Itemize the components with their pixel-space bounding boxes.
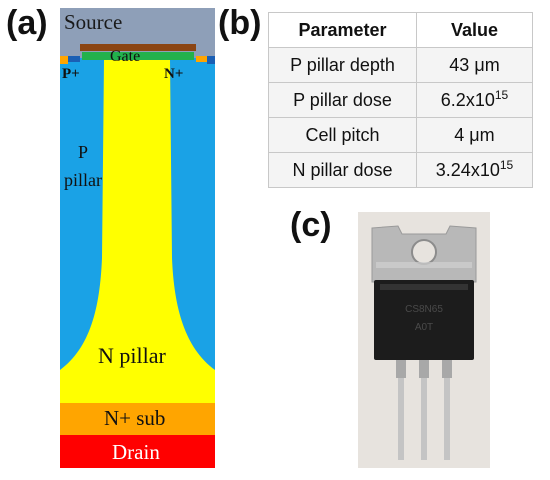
drain-region [60,435,215,468]
value-cell: 43 μm [416,47,533,83]
value-text: 6.2x10 [440,89,495,110]
lead-right [444,378,450,460]
panel-label-c: (c) [290,206,332,244]
device-cross-section: Source Gate P+ N+ P pillar N pillar N+ s… [60,8,215,468]
mounting-hole [411,239,437,265]
table-row: N pillar dose 3.24x1015 [268,152,533,188]
value-cell: 4 μm [416,117,533,153]
device-photo: CS8N65 A0T [358,212,490,468]
panel-label-a: (a) [6,4,48,42]
table-row: P pillar depth 43 μm [268,47,533,83]
header-value: Value [416,12,533,48]
n-plus-contact-left [68,56,80,62]
lead-middle [421,378,427,460]
n-plus-substrate [60,403,215,435]
n-plus-contact-right [196,56,207,62]
n-pillar-region [60,60,215,403]
value-text: 43 μm [449,54,500,75]
value-cell: 3.24x1015 [416,152,533,188]
header-parameter: Parameter [268,12,417,48]
p-pillar-label: P pillar [64,138,102,194]
p-plus-contact [60,56,68,64]
body-highlight [380,284,468,290]
lead-left-shoulder [396,360,406,378]
p-pillar-label-line2: pillar [64,170,102,190]
value-text: 3.24x10 [435,159,500,180]
gate-label: Gate [110,48,141,65]
gate-electrode [80,44,196,51]
value-cell: 6.2x1015 [416,82,533,118]
param-cell: P pillar dose [268,82,417,118]
n-sub-label: N+ sub [104,406,166,430]
panel-label-b: (b) [218,4,262,42]
table-row: Cell pitch 4 μm [268,117,533,153]
drain-label: Drain [112,440,160,464]
p-pillar-label-line1: P [78,142,89,162]
param-cell: Cell pitch [268,117,417,153]
value-exponent: 15 [499,157,514,172]
package-body [374,280,474,360]
table-row: P pillar dose 6.2x1015 [268,82,533,118]
table-header-row: Parameter Value [268,12,533,48]
p-plus-label: P+ [62,66,80,82]
parameter-table: Parameter Value P pillar depth 43 μm P p… [268,12,533,188]
value-text: 4 μm [454,124,495,145]
value-exponent: 15 [494,87,509,102]
lead-left [398,378,404,460]
param-cell: N pillar dose [268,152,417,188]
n-plus-label: N+ [164,66,184,82]
tab-highlight [376,262,472,268]
lead-right-shoulder [442,360,452,378]
n-pillar-label: N pillar [98,343,166,368]
cross-section-drawing [60,8,215,468]
source-label: Source [64,10,123,34]
p-plus-contact-right [207,56,215,64]
lead-middle-shoulder [419,360,429,378]
marking-line1: CS8N65 [405,304,443,315]
param-cell: P pillar depth [268,47,417,83]
gate-oxide [82,52,194,60]
marking-line2: A0T [415,322,433,333]
device-photo-drawing: CS8N65 A0T [358,212,490,468]
